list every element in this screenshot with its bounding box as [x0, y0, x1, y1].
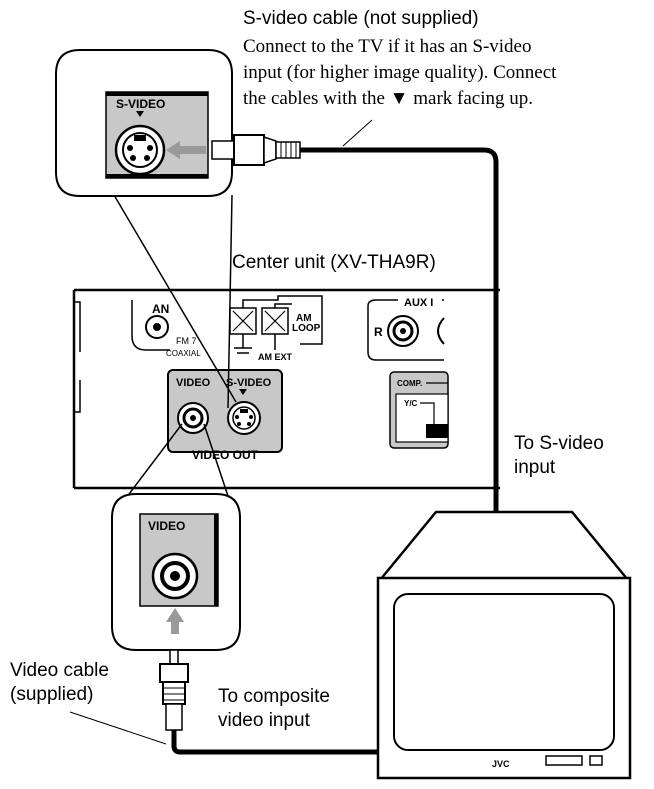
svideo-cable: [300, 147, 499, 605]
video-insert-arrow: [166, 608, 184, 634]
to-composite-label-1: To composite: [218, 686, 330, 707]
svideo-zoom-label: S-VIDEO: [116, 97, 165, 111]
svideo-note-line-3: the cables with the ▼ mark facing up.: [243, 88, 533, 109]
am-ext-label: AM EXT: [258, 352, 293, 362]
video-out-label: VIDEO OUT: [192, 448, 259, 462]
video-zoom-label: VIDEO: [148, 519, 185, 533]
to-composite-label-2: video input: [218, 710, 310, 731]
svideo-jack-label: S-VIDEO: [226, 377, 272, 389]
aux-label: AUX I: [404, 297, 433, 309]
to-svideo-label-1: To S-video: [514, 433, 604, 454]
aux-l-jack: [437, 317, 445, 345]
video-cable-leader: [69, 711, 167, 745]
video-cable-label-2: (supplied): [10, 684, 94, 705]
video-rca-plug: [159, 649, 189, 731]
tv-screen: [393, 593, 615, 751]
video-zoom-callout: VIDEO: [111, 423, 241, 651]
svideo-zoom-callout: S-VIDEO: [55, 49, 237, 409]
fm-antenna-pin: [153, 323, 161, 331]
svideo-insert-arrow: [166, 141, 206, 159]
yc-switch-knob: [426, 424, 448, 438]
aux-bracket: [367, 299, 444, 361]
am-terminal-block: [229, 295, 323, 354]
antenna-bracket: [131, 300, 170, 351]
tv-brand: JVC: [492, 759, 510, 769]
svideo-note-line-2: input (for higher image quality). Connec…: [243, 62, 557, 83]
svideo-cable-title: S-video cable (not supplied): [243, 8, 479, 29]
am-loop-label-2: LOOP: [292, 323, 321, 334]
video-cable-label-1: Video cable: [10, 660, 109, 681]
svideo-plug: [211, 134, 301, 166]
center-unit-rear-panel: AN FM 7 COAXIAL AM LOOP AM EXT AUX I R: [72, 288, 500, 490]
comp-label: COMP.: [397, 379, 422, 388]
video-jack-label: VIDEO: [176, 377, 211, 389]
center-unit-label: Center unit (XV-THA9R): [232, 252, 436, 273]
svideo-cable-leader: [342, 119, 373, 147]
tv-set: JVC: [376, 510, 632, 780]
video-cable: [171, 730, 380, 755]
fm-label: FM 7: [176, 336, 197, 346]
coaxial-label: COAXIAL: [166, 349, 201, 358]
aux-r-label: R: [374, 325, 383, 339]
yc-label: Y/C: [404, 399, 418, 408]
am-loop-label-1: AM: [296, 313, 312, 324]
antenna-label: AN: [152, 302, 169, 316]
svideo-note-line-1: Connect to the TV if it has an S-video: [243, 36, 532, 57]
to-svideo-label-2: input: [514, 457, 556, 478]
